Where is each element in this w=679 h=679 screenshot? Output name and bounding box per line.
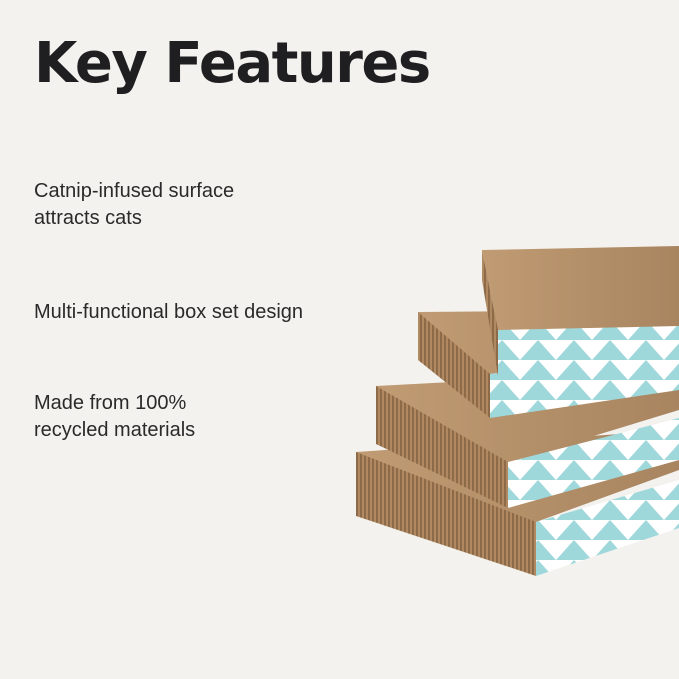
feature-item-recycled: Made from 100% recycled materials bbox=[34, 392, 196, 441]
board-1 bbox=[482, 246, 679, 376]
page-title: Key Features bbox=[34, 31, 431, 96]
stacked-cardboard-scratchers-image bbox=[356, 246, 679, 576]
feature-item-catnip: Catnip-infused surface attracts cats bbox=[34, 180, 235, 229]
feature-item-box-set: Multi-functional box set design bbox=[34, 301, 304, 323]
